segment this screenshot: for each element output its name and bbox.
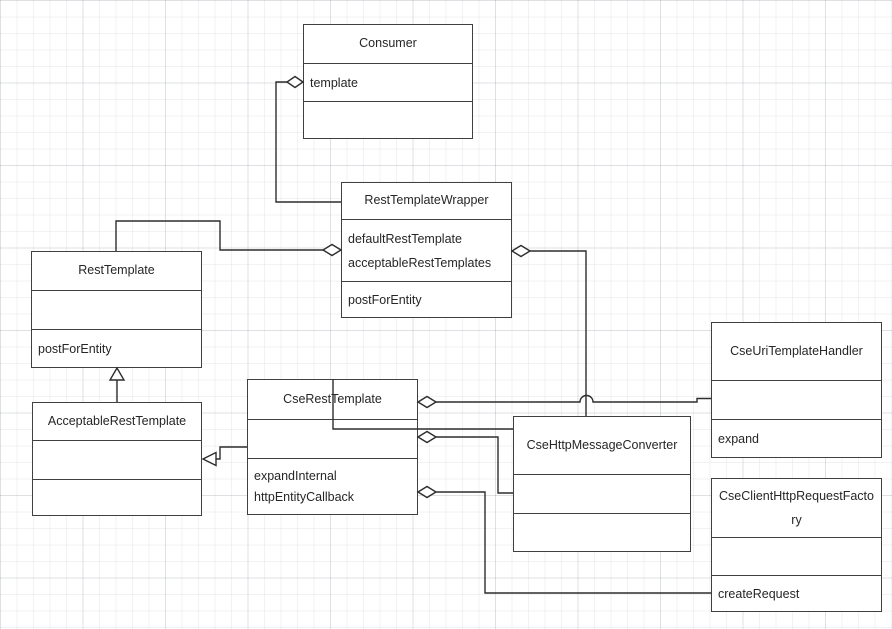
aggregation-resttemplatewrapper-csehttpmessageconverter[interactable] (512, 246, 586, 417)
attribute: defaultRestTemplate (348, 231, 462, 246)
attributes-compartment: defaultRestTemplate acceptableRestTempla… (342, 219, 511, 281)
class-cseclienthttprequestfactory[interactable]: CseClientHttpRequestFactory createReques… (711, 478, 882, 612)
aggregation-consumer-resttemplatewrapper[interactable] (276, 77, 341, 203)
class-name: CseUriTemplateHandler (730, 343, 863, 358)
generalization-arrow (203, 453, 216, 466)
methods-compartment (33, 479, 201, 515)
attributes-compartment (33, 440, 201, 479)
method: postForEntity (348, 292, 422, 307)
class-consumer[interactable]: Consumer template (303, 24, 473, 139)
class-title: CseClientHttpRequestFactory (712, 479, 881, 537)
generalization-cseresttemplate-acceptableresttemplate[interactable] (203, 447, 247, 466)
method: createRequest (718, 586, 800, 601)
class-name: CseHttpMessageConverter (526, 437, 678, 452)
class-name: Consumer (359, 36, 417, 51)
class-name: RestTemplate (78, 263, 155, 278)
method: expandInternal (254, 468, 337, 483)
class-title: CseHttpMessageConverter (514, 417, 690, 474)
class-title: RestTemplateWrapper (342, 183, 511, 219)
aggregation-diamond (323, 245, 341, 256)
attributes-compartment (32, 290, 201, 329)
generalization-arrow (110, 368, 124, 380)
aggregation-cseresttemplate-cseclienthttprequestfactory[interactable] (418, 487, 711, 594)
class-name: RestTemplateWrapper (364, 193, 489, 208)
method: postForEntity (38, 341, 112, 356)
methods-compartment: createRequest (712, 575, 881, 611)
class-name: CseClientHttpRequestFactory (719, 489, 874, 527)
aggregation-diamond (512, 246, 530, 257)
class-title: CseUriTemplateHandler (712, 323, 881, 380)
class-csehttpmessageconverter[interactable]: CseHttpMessageConverter (513, 416, 691, 552)
method: expand (718, 431, 760, 446)
method: httpEntityCallback (254, 489, 355, 504)
methods-compartment (304, 101, 472, 138)
class-name: AcceptableRestTemplate (47, 413, 187, 428)
class-cseresttemplate[interactable]: CseRestTemplate expandInternal httpEntit… (247, 379, 418, 515)
methods-compartment: expand (712, 419, 881, 457)
aggregation-cseresttemplate-cseuritemplatehandler[interactable] (418, 396, 711, 408)
class-resttemplate[interactable]: RestTemplate postForEntity (31, 251, 202, 368)
methods-compartment: postForEntity (32, 329, 201, 367)
aggregation-diamond (287, 77, 303, 88)
attributes-compartment (712, 537, 881, 575)
attributes-compartment (514, 474, 690, 513)
methods-compartment: postForEntity (342, 281, 511, 317)
generalization-acceptableresttemplate-resttemplate[interactable] (110, 368, 124, 402)
aggregation-diamond (418, 487, 436, 498)
attribute: acceptableRestTemplates (348, 255, 492, 270)
aggregation-cseresttemplate-csehttpmessageconverter[interactable] (418, 432, 513, 494)
methods-compartment (514, 513, 690, 551)
class-acceptableresttemplate[interactable]: AcceptableRestTemplate (32, 402, 202, 516)
class-cseuritemplatehandler[interactable]: CseUriTemplateHandler expand (711, 322, 882, 458)
class-title: Consumer (304, 25, 472, 63)
association-cseresttemplate-csehttpmessageconverter[interactable] (333, 379, 513, 429)
class-title: RestTemplate (32, 252, 201, 290)
methods-compartment: expandInternal httpEntityCallback (248, 458, 417, 514)
attributes-compartment (712, 380, 881, 419)
attributes-compartment: template (304, 63, 472, 101)
aggregation-diamond (418, 397, 436, 408)
attribute: template (310, 75, 358, 90)
class-title: AcceptableRestTemplate (33, 403, 201, 440)
aggregation-resttemplatewrapper-resttemplate[interactable] (116, 221, 341, 256)
aggregation-diamond (418, 432, 436, 443)
